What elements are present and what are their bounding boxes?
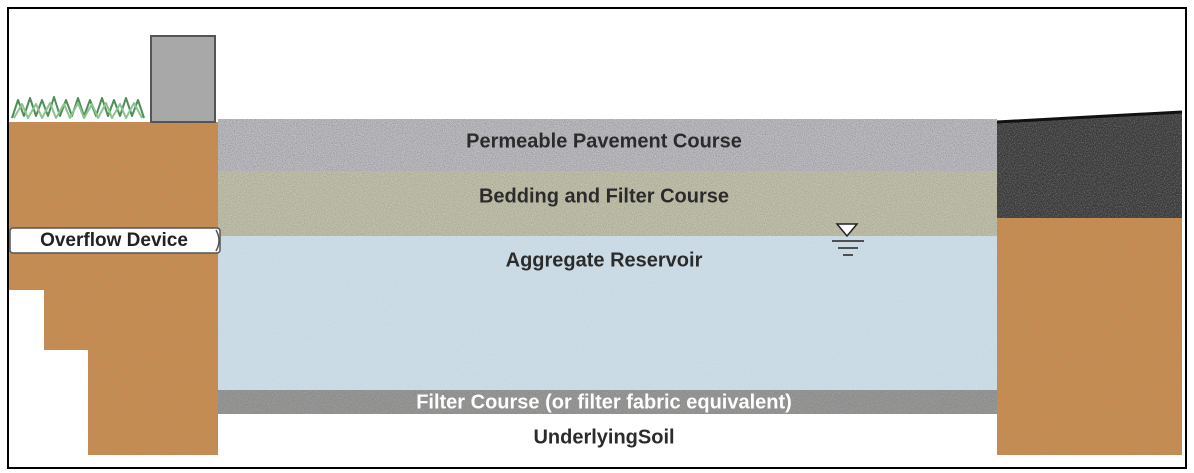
curb (150, 35, 216, 123)
filter-course-label: Filter Course (or filter fabric equivale… (416, 391, 792, 413)
grass-icon (11, 96, 145, 119)
aggregate-reservoir-label: Aggregate Reservoir (506, 249, 703, 271)
permeable-pavement-label: Permeable Pavement Course (466, 130, 742, 152)
water-level-icon (832, 223, 864, 256)
overflow-device-label: Overflow Device (40, 230, 188, 251)
underlying-soil-label: UnderlyingSoil (533, 426, 674, 448)
overflow-device-pipe (9, 227, 221, 254)
bedding-filter-label: Bedding and Filter Course (479, 185, 729, 207)
